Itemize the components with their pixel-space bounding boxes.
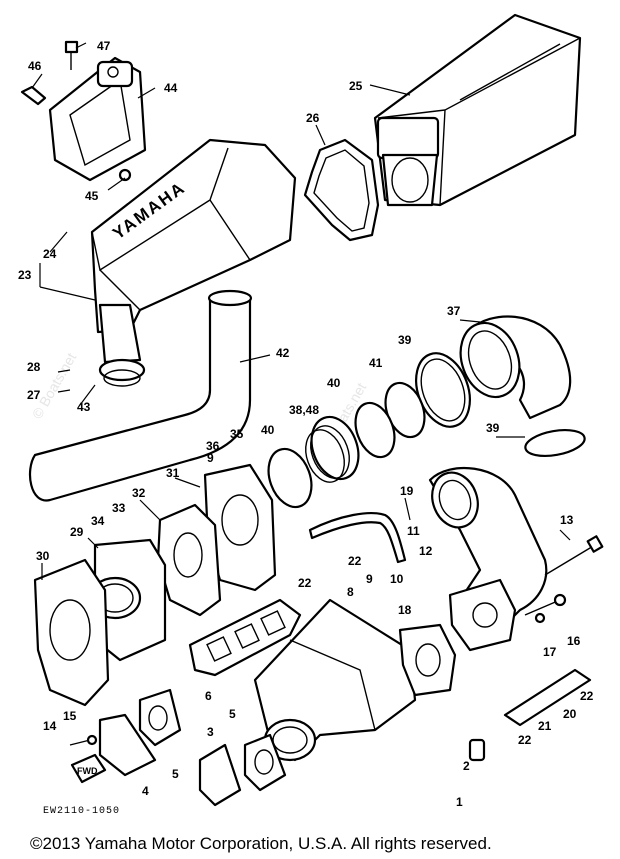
- callout-13: 13: [560, 513, 574, 527]
- water-elbow-assembly: [428, 466, 548, 652]
- bolt-part-16: [524, 593, 567, 616]
- callout-15: 15: [63, 709, 77, 723]
- callout-8: 8: [347, 585, 354, 599]
- washer-part-15: [86, 734, 98, 746]
- gasket-part-5-left: [138, 688, 182, 747]
- gasket-part-6: [188, 598, 302, 677]
- callout-18: 18: [398, 603, 412, 617]
- callout-22a: 22: [298, 576, 312, 590]
- ring-part-40-upper: [354, 401, 396, 459]
- callout-5b: 5: [229, 707, 236, 721]
- muffler-body-part-23: YAMAHA: [90, 138, 297, 387]
- callout-39b: 39: [486, 421, 500, 435]
- bracket-part-44: [48, 56, 147, 182]
- callout-26: 26: [306, 111, 320, 125]
- callout-5a: 5: [172, 767, 179, 781]
- callout-22b: 22: [348, 554, 362, 568]
- callout-3: 3: [207, 725, 214, 739]
- hose-part-42: [28, 289, 253, 502]
- bolt-part-14: [69, 739, 91, 746]
- fwd-arrow: FWD: [70, 753, 107, 784]
- gasket-part-26: [303, 138, 380, 242]
- callout-42: 42: [276, 346, 290, 360]
- gasket-part-30: [33, 558, 110, 707]
- callout-1: 1: [456, 795, 463, 809]
- callout-33: 33: [112, 501, 126, 515]
- callout-10: 10: [390, 572, 404, 586]
- callout-40b: 40: [327, 376, 341, 390]
- washer-part-17: [534, 612, 546, 624]
- callout-45: 45: [85, 189, 99, 203]
- callout-41: 41: [369, 356, 383, 370]
- callout-4: 4: [142, 784, 149, 798]
- callout-43: 43: [77, 400, 91, 414]
- exhaust-elbow-part-37: [459, 315, 572, 420]
- cover-part-4: [98, 713, 157, 777]
- callout-47: 47: [97, 39, 111, 53]
- callout-6: 6: [205, 689, 212, 703]
- tube-part-19: [308, 512, 407, 564]
- fwd-label: FWD: [77, 766, 98, 776]
- callout-38-48: 38,48: [289, 403, 319, 417]
- spindle-part-20: [503, 668, 592, 727]
- gasket-part-32: [156, 503, 222, 617]
- ring-part-40-lower: [267, 447, 313, 509]
- callout-14: 14: [43, 719, 57, 733]
- callout-29: 29: [70, 525, 84, 539]
- drawing-code: EW2110-1050: [43, 806, 121, 817]
- callout-16: 16: [567, 634, 581, 648]
- callout-31: 31: [166, 466, 180, 480]
- callout-30: 30: [36, 549, 50, 563]
- plug-part-2: [468, 738, 486, 762]
- bolt-part-45: [118, 168, 132, 182]
- plate-part-3: [198, 743, 242, 807]
- gasket-part-5-center: [243, 733, 287, 792]
- callout-19: 19: [400, 484, 414, 498]
- callout-23: 23: [18, 268, 32, 282]
- callout-17: 17: [543, 645, 557, 659]
- exhaust-manifold-part-1: [253, 598, 417, 762]
- callout-2: 2: [463, 759, 470, 773]
- callout-36: 36: [206, 439, 220, 453]
- flange-plate-part-31: [203, 463, 277, 592]
- callout-21: 21: [538, 719, 552, 733]
- copyright-footer: ©2013 Yamaha Motor Corporation, U.S.A. A…: [30, 834, 492, 853]
- callout-24: 24: [43, 247, 57, 261]
- callout-32: 32: [132, 486, 146, 500]
- callout-40a: 40: [261, 423, 275, 437]
- callout-25: 25: [349, 79, 363, 93]
- callout-39a: 39: [398, 333, 412, 347]
- callout-9a: 9: [207, 451, 214, 465]
- callout-35: 35: [230, 427, 244, 441]
- bolt-part-13: [544, 535, 604, 576]
- clamp-part-39-lower: [524, 428, 586, 458]
- bolt-part-47: [64, 40, 79, 70]
- coupler-part-38: [305, 415, 360, 483]
- bolt-part-46: [20, 85, 47, 106]
- callout-37: 37: [447, 304, 461, 318]
- leader-lines: [31, 42, 571, 580]
- muffler-box-part-25: [373, 13, 582, 207]
- callout-12: 12: [419, 544, 433, 558]
- gasket-part-18: [398, 623, 457, 697]
- callout-20: 20: [563, 707, 577, 721]
- callout-44: 44: [164, 81, 178, 95]
- callout-11: 11: [407, 524, 420, 538]
- callout-34: 34: [91, 514, 105, 528]
- callout-9b: 9: [366, 572, 373, 586]
- callout-27: 27: [27, 388, 41, 402]
- callout-labels: 1 2 3 4 5 5 6 8 9 9 10 11 12 13 14 15 16…: [18, 39, 594, 809]
- callout-22c: 22: [580, 689, 594, 703]
- clamp-part-39: [415, 352, 471, 428]
- callout-22d: 22: [518, 733, 532, 747]
- callout-46: 46: [28, 59, 42, 73]
- callout-28: 28: [27, 360, 41, 374]
